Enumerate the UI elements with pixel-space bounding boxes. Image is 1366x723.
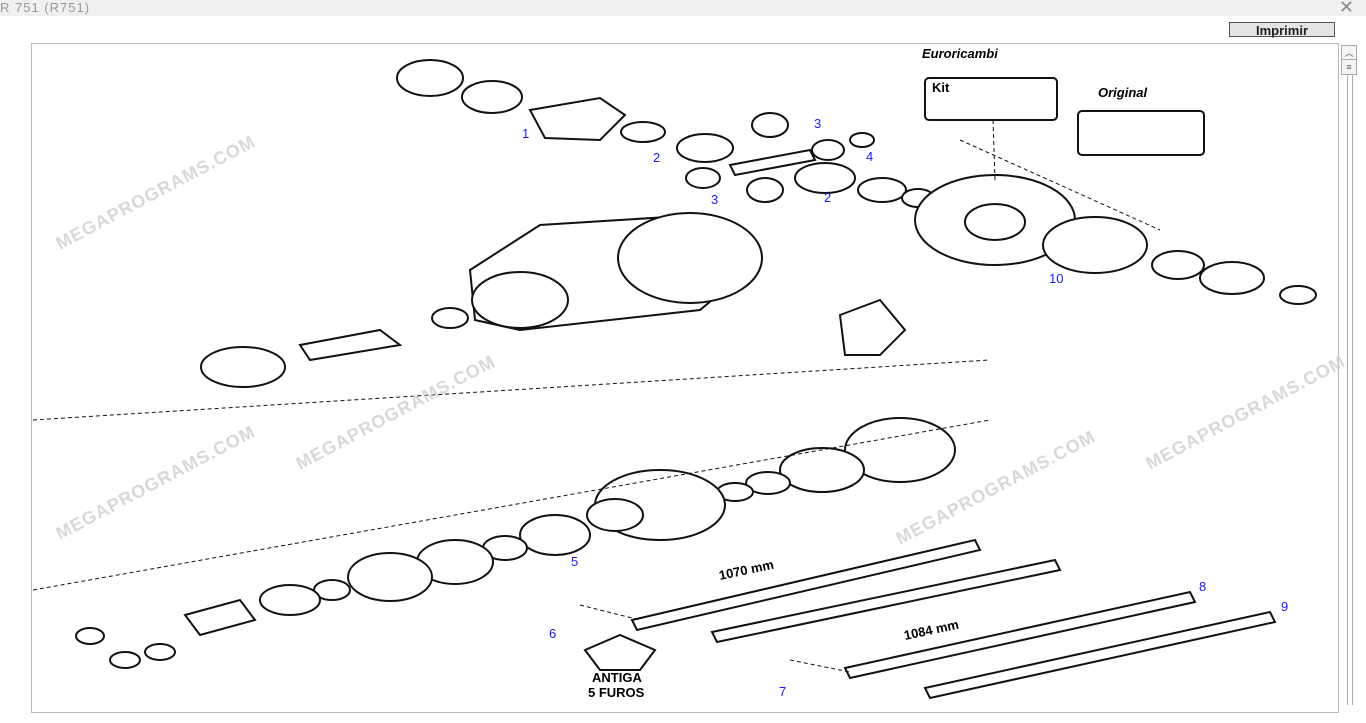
- nut-part: [1279, 285, 1317, 305]
- pinion-part: [751, 112, 789, 138]
- dimension-1070: 1070 mm: [718, 557, 776, 583]
- callout-1: 1: [522, 126, 529, 141]
- original-box: [1077, 110, 1205, 156]
- carrier-opening-part: [471, 271, 569, 329]
- vertical-scrollbar[interactable]: ︿ ≡: [1341, 43, 1357, 711]
- axle-shaft-part: [923, 610, 1277, 700]
- callout-9: 9: [1281, 599, 1288, 614]
- washer-part: [144, 643, 176, 661]
- callout-8: 8: [1199, 579, 1206, 594]
- diagram-frame: [31, 43, 1339, 713]
- washer-part: [857, 177, 907, 203]
- washer-part: [620, 121, 666, 143]
- hub-opening-part: [586, 498, 644, 532]
- leader-lines: [32, 119, 1161, 673]
- side-gear-part: [794, 162, 856, 194]
- bearing-part: [519, 514, 591, 556]
- seal-part: [259, 584, 321, 616]
- callout-3: 3: [814, 116, 821, 131]
- ring-gear-part: [396, 59, 464, 97]
- pinion-part: [746, 177, 784, 203]
- scroll-track[interactable]: [1347, 75, 1353, 705]
- carrier-flange-part: [617, 212, 763, 304]
- callout-5: 5: [571, 554, 578, 569]
- print-button[interactable]: Imprimir: [1229, 22, 1335, 38]
- pinion-shaft-part: [298, 328, 403, 362]
- pinion-part: [811, 139, 845, 161]
- parts: [75, 59, 1317, 700]
- washer-part: [745, 471, 791, 495]
- watermark-text: MEGAPROGRAMS.COM: [1142, 351, 1348, 473]
- dimension-1084: 1084 mm: [903, 617, 961, 643]
- brand-label: Euroricambi: [922, 46, 998, 61]
- callout-3b: 3: [711, 192, 718, 207]
- diff-case-part: [1042, 216, 1148, 274]
- callout-2b: 2: [824, 190, 831, 205]
- bracket-part: [838, 298, 907, 356]
- title-bar: R 751 (R751) ✕: [0, 0, 1366, 17]
- yoke-part: [183, 598, 257, 637]
- scroll-handle[interactable]: ≡: [1341, 59, 1357, 75]
- bevel-gear-part: [676, 133, 734, 163]
- window-title: R 751 (R751): [0, 0, 91, 15]
- housing-part: [528, 96, 627, 142]
- callout-10: 10: [1049, 271, 1063, 286]
- nut-part: [75, 627, 105, 645]
- axle-shaft-part: [843, 590, 1197, 680]
- note-antiga: ANTIGA: [592, 670, 642, 685]
- callout-6: 6: [549, 626, 556, 641]
- original-label: Original: [1098, 85, 1148, 100]
- washer-part: [109, 651, 141, 669]
- pinion-part: [685, 167, 721, 189]
- crown-wheel-hub-part: [964, 203, 1026, 241]
- callout-4: 4: [866, 149, 873, 164]
- hub-cap-part: [583, 633, 657, 671]
- bearing-part: [1151, 250, 1205, 280]
- close-icon[interactable]: ✕: [1338, 0, 1354, 17]
- kit-label: Kit: [932, 80, 950, 95]
- callout-7: 7: [779, 684, 786, 699]
- watermark-text: MEGAPROGRAMS.COM: [52, 131, 258, 253]
- axle-shaft-part: [710, 558, 1062, 644]
- washer-part: [849, 132, 875, 148]
- plate-part: [779, 447, 865, 493]
- callout-2: 2: [653, 150, 660, 165]
- bearing-part: [461, 80, 523, 114]
- watermark-text: MEGAPROGRAMS.COM: [292, 351, 498, 473]
- ring-part: [1199, 261, 1265, 295]
- watermark-text: MEGAPROGRAMS.COM: [52, 421, 258, 543]
- kit-box: [924, 77, 1058, 121]
- flange-part: [347, 552, 433, 602]
- gasket-part: [844, 417, 956, 483]
- bearing-part: [200, 346, 286, 388]
- axle-shaft-part: [630, 538, 982, 632]
- spider-part: [728, 148, 817, 177]
- seal-part: [431, 307, 469, 329]
- note-5-furos: 5 FUROS: [588, 685, 645, 700]
